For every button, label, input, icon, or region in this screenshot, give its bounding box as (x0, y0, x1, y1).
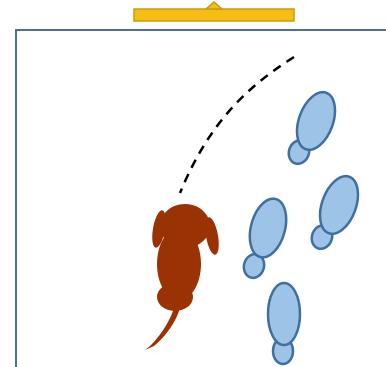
dog-icon (145, 204, 219, 350)
feeder-icon (133, 1, 295, 22)
paw-print-icon (242, 197, 288, 280)
dashed-path-line (178, 55, 295, 194)
paw-print-icon (266, 281, 302, 366)
paw-print-icon (287, 90, 337, 166)
paw-print-icon (310, 174, 360, 251)
